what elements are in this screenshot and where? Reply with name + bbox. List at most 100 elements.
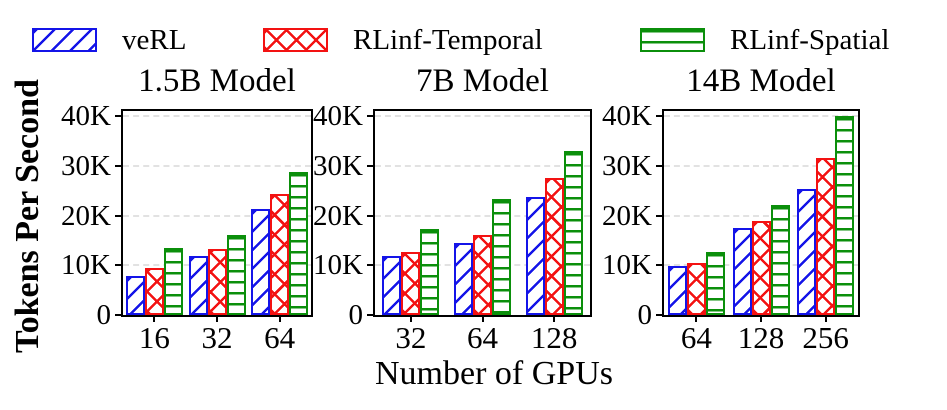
rlinf-temporal-hatch-swatch-icon (263, 28, 328, 52)
legend-item-rlinf-temporal: RLinf-Temporal (263, 14, 543, 66)
rlinf-spatial-hatch-swatch-icon (640, 28, 705, 52)
x-tick-label-32: 32 (201, 320, 233, 355)
x-tick-mark (409, 315, 412, 322)
y-tick-mark (367, 114, 375, 117)
bar-RLinf-Temporal-256gpu (816, 158, 836, 315)
y-tick-mark (367, 214, 375, 217)
y-tick-label: 10K (61, 249, 111, 282)
y-tick-mark (656, 264, 664, 267)
y-tick-mark (115, 114, 123, 117)
y-tick-mark (656, 214, 664, 217)
bar-RLinf-Spatial-64gpu (492, 199, 511, 315)
gridline-20K (123, 214, 311, 217)
y-tick-mark (115, 264, 123, 267)
y-tick-label: 20K (602, 199, 652, 232)
y-axis-label: Tokens Per Second (9, 79, 46, 353)
bar-veRL-32gpu (188, 256, 208, 315)
x-tick-mark (216, 315, 218, 322)
gridline-20K (664, 214, 858, 217)
bar-RLinf-Temporal-128gpu (544, 178, 564, 315)
y-tick-mark (115, 164, 123, 167)
y-tick-mark (367, 264, 375, 267)
subplot-14b-model: 14B Model 0 10K 20K 30K 40K 64 128 256 (602, 0, 860, 410)
x-tick-mark (760, 315, 762, 322)
bar-RLinf-Temporal-32gpu (207, 248, 227, 315)
y-tick-mark (367, 314, 375, 316)
bar-RLinf-Temporal-64gpu (686, 262, 706, 315)
x-tick-mark (695, 315, 698, 322)
bar-veRL-128gpu (525, 197, 545, 315)
y-tick-label: 30K (313, 149, 363, 182)
subplot-title-1-5b: 1.5B Model (138, 63, 296, 99)
subplot-title-14b: 14B Model (686, 63, 836, 99)
gridline-40K (664, 114, 858, 117)
y-tick-mark (115, 214, 123, 217)
legend-label-verl: veRL (122, 24, 187, 56)
x-tick-label-64: 64 (467, 320, 498, 355)
y-tick-label: 30K (61, 149, 111, 182)
y-tick-mark (656, 314, 664, 316)
gridline-30K (375, 164, 590, 167)
bar-veRL-64gpu (251, 209, 271, 315)
y-tick-label: 20K (313, 199, 363, 232)
verl-hatch-swatch-icon (32, 28, 97, 52)
bar-RLinf-Spatial-32gpu (226, 235, 246, 315)
bar-veRL-16gpu (125, 275, 145, 315)
x-tick-label-32: 32 (395, 320, 427, 355)
y-tick-mark (656, 164, 664, 167)
y-tick-label: 0 (637, 299, 653, 331)
x-tick-label-256: 256 (802, 320, 849, 355)
bar-veRL-256gpu (797, 188, 817, 315)
legend-item-rlinf-spatial: RLinf-Spatial (640, 14, 889, 66)
gridline-40K (375, 114, 590, 117)
y-tick-label: 40K (61, 99, 111, 132)
x-tick-label-128: 128 (530, 320, 578, 355)
y-tick-label: 10K (602, 249, 652, 282)
bar-RLinf-Temporal-64gpu (473, 235, 492, 315)
x-tick-label-64: 64 (680, 320, 712, 355)
gridline-30K (664, 164, 858, 167)
legend-item-verl: veRL (32, 14, 186, 66)
plot-area-14b: 0 10K 20K 30K 40K 64 128 256 (602, 101, 860, 355)
x-tick-mark (553, 315, 556, 322)
legend-label-rlinf-temporal: RLinf-Temporal (353, 24, 543, 56)
y-tick-mark (656, 114, 664, 117)
x-axis-label: Number of GPUs (375, 355, 613, 392)
y-tick-label: 40K (602, 99, 652, 132)
legend-label-rlinf-spatial: RLinf-Spatial (730, 24, 890, 56)
bar-RLinf-Spatial-128gpu (770, 204, 790, 315)
subplot-7b-model: 7B Model 0 10K 20K 30K 40K 32 64 128 (313, 0, 592, 410)
y-tick-mark (115, 314, 123, 316)
bar-RLinf-Spatial-128gpu (563, 150, 583, 315)
y-tick-mark (367, 164, 375, 167)
y-tick-label: 0 (96, 299, 112, 331)
x-tick-label-128: 128 (737, 320, 785, 355)
bar-veRL-64gpu (667, 265, 687, 315)
x-tick-mark (278, 315, 281, 322)
bar-RLinf-Spatial-16gpu (163, 247, 183, 315)
gridline-30K (123, 164, 311, 167)
bar-RLinf-Spatial-64gpu (705, 251, 725, 315)
subplot-title-7b: 7B Model (416, 63, 549, 99)
y-tick-label: 30K (602, 149, 652, 182)
x-tick-mark (481, 315, 484, 322)
plot-area-7b: 0 10K 20K 30K 40K 32 64 128 (313, 101, 592, 355)
bar-RLinf-Temporal-128gpu (751, 220, 771, 315)
x-tick-mark (824, 315, 827, 322)
bar-RLinf-Temporal-32gpu (401, 252, 421, 315)
bar-veRL-32gpu (382, 256, 402, 315)
x-tick-label-64: 64 (264, 320, 296, 355)
bar-RLinf-Spatial-64gpu (289, 171, 309, 315)
bar-veRL-64gpu (454, 243, 473, 315)
bar-RLinf-Spatial-32gpu (420, 228, 440, 315)
x-tick-mark (153, 315, 156, 322)
gridline-20K (375, 214, 590, 217)
y-tick-label: 40K (313, 99, 363, 132)
bar-RLinf-Temporal-16gpu (144, 267, 164, 315)
bar-RLinf-Temporal-64gpu (270, 194, 290, 315)
y-tick-label: 0 (348, 299, 364, 331)
y-tick-label: 10K (313, 249, 363, 282)
